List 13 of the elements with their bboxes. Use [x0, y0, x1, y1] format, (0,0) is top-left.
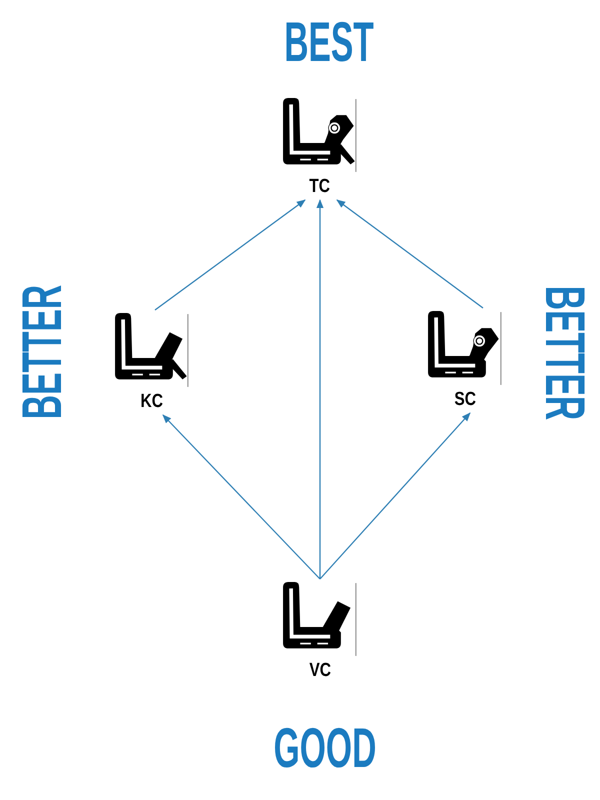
arrow: [320, 412, 471, 580]
seal-type-label: TC: [310, 177, 330, 197]
rating-label: BEST: [284, 14, 374, 70]
arrow: [316, 199, 324, 579]
arrow: [162, 414, 320, 580]
seal-type-label: VC: [309, 661, 331, 681]
rating-label: GOOD: [274, 720, 376, 776]
rating-label: BETTER: [14, 284, 70, 420]
arrow: [154, 199, 306, 310]
arrow: [336, 199, 484, 308]
seal-type-label: SC: [454, 390, 476, 410]
rating-label: BETTER: [537, 286, 593, 420]
seal-type-label: KC: [140, 392, 164, 412]
